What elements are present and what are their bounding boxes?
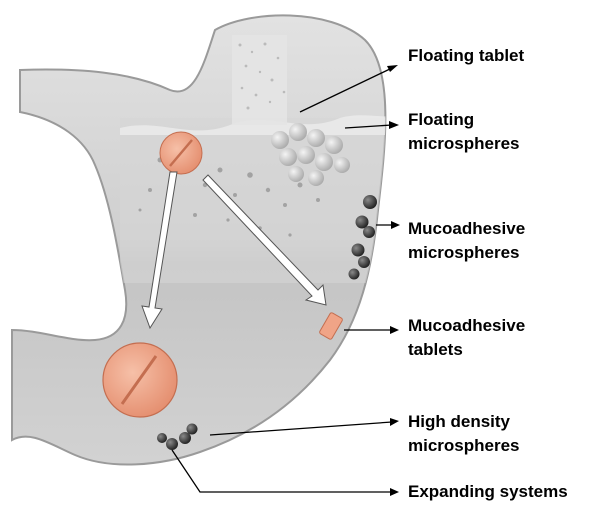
label-mucoadhesive-tablets: Mucoadhesive tablets <box>408 314 525 362</box>
label-high-density-microspheres-line1: High density <box>408 410 520 434</box>
expanding-tablet <box>103 343 177 417</box>
label-expanding-systems: Expanding systems <box>408 480 568 504</box>
label-mucoadhesive-tablets-line1: Mucoadhesive <box>408 314 525 338</box>
label-floating-microspheres-line2: microspheres <box>408 132 520 156</box>
label-high-density-microspheres-line2: microspheres <box>408 434 520 458</box>
label-floating-tablet-text: Floating tablet <box>408 44 524 68</box>
label-mucoadhesive-microspheres: Mucoadhesive microspheres <box>408 217 525 265</box>
label-expanding-systems-text: Expanding systems <box>408 480 568 504</box>
label-floating-microspheres: Floating microspheres <box>408 108 520 156</box>
label-floating-tablet: Floating tablet <box>408 44 524 68</box>
label-mucoadhesive-microspheres-line1: Mucoadhesive <box>408 217 525 241</box>
label-high-density-microspheres: High density microspheres <box>408 410 520 458</box>
floating-tablet <box>160 132 202 174</box>
label-floating-microspheres-line1: Floating <box>408 108 520 132</box>
leader-arrowheads <box>387 65 400 496</box>
label-mucoadhesive-tablets-line2: tablets <box>408 338 525 362</box>
label-mucoadhesive-microspheres-line2: microspheres <box>408 241 525 265</box>
